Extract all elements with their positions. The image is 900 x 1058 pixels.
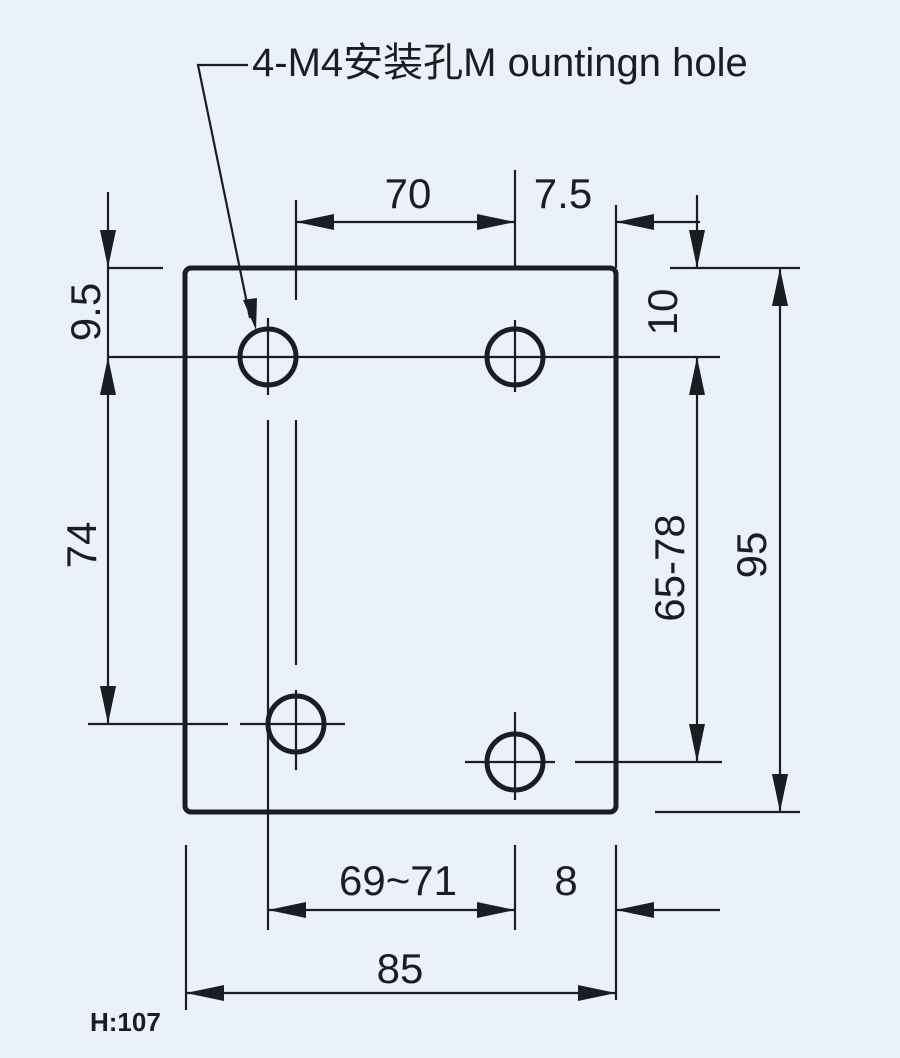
dim-overall-height: 95 <box>728 268 788 812</box>
center-lines <box>88 170 722 930</box>
height-note: H:107 <box>90 1007 161 1037</box>
dim-overall-width-label: 85 <box>377 945 424 992</box>
dim-overall-width: 85 <box>186 945 616 1001</box>
extension-lines <box>108 200 800 1010</box>
dim-bottom-offset-label: 8 <box>554 857 577 904</box>
dim-left-top-offset: 9.5 <box>62 192 116 357</box>
dim-overall-height-label: 95 <box>728 532 775 579</box>
dim-left-spacing: 74 <box>58 357 116 724</box>
dim-top-spacing-label: 70 <box>385 170 432 217</box>
dim-right-spacing: 65-78 <box>646 357 705 762</box>
dim-bottom-offset: 8 <box>554 857 720 918</box>
dim-bottom-spacing-label: 69~71 <box>339 857 457 904</box>
dim-bottom-spacing: 69~71 <box>268 857 515 918</box>
dim-top-offset-label: 7.5 <box>534 170 592 217</box>
dim-right-top-offset: 10 <box>639 195 705 335</box>
mounting-hole-bottom-left <box>240 690 345 770</box>
dim-left-top-offset-label: 9.5 <box>62 283 109 341</box>
dim-top-spacing: 70 <box>296 170 515 230</box>
dim-right-spacing-label: 65-78 <box>646 514 693 621</box>
dim-left-spacing-label: 74 <box>58 522 105 569</box>
mounting-hole-bottom-right <box>465 712 555 800</box>
dim-top-offset: 7.5 <box>534 170 700 230</box>
hole-callout-label: 4-M4安装孔M ountingn hole <box>252 41 748 85</box>
plate-outline <box>182 265 619 815</box>
hole-callout: 4-M4安装孔M ountingn hole <box>196 41 748 330</box>
dim-right-top-offset-label: 10 <box>639 289 686 336</box>
